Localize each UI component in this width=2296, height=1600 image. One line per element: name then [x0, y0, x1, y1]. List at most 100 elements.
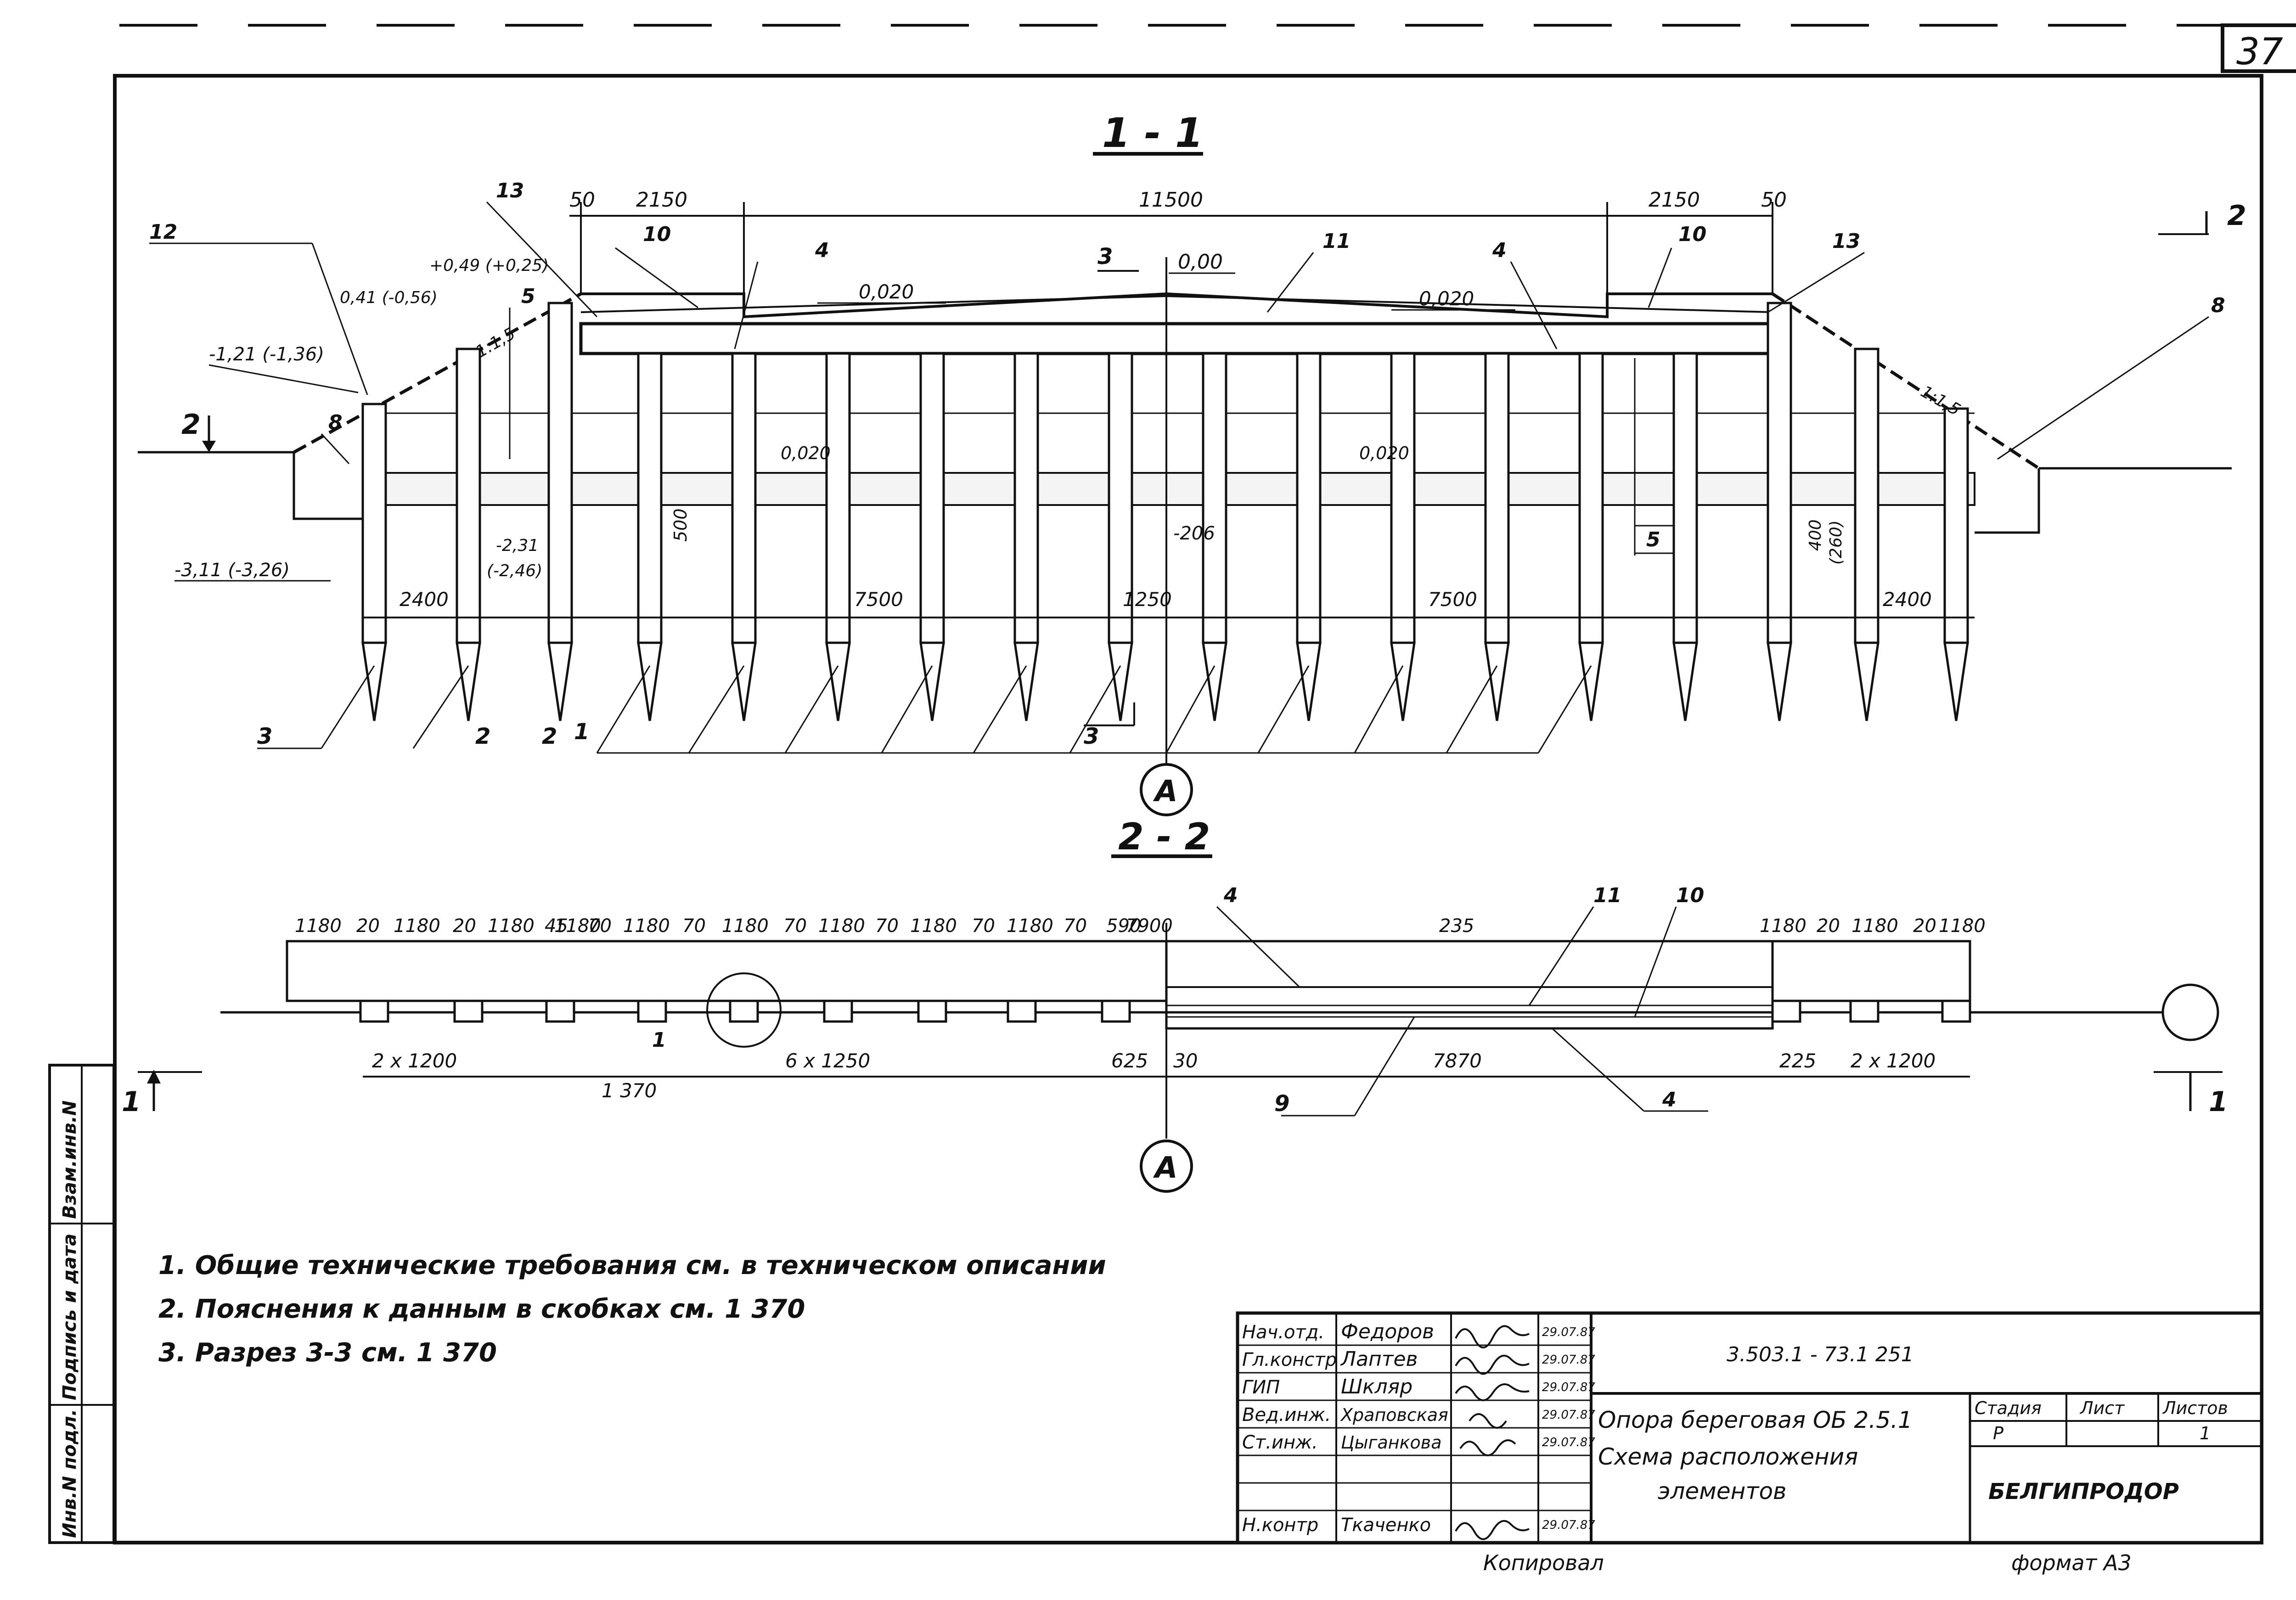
capping-beam	[579, 322, 1774, 355]
role-3: Вед.инж.	[1242, 1404, 1331, 1426]
drawing-frame	[113, 74, 2263, 1544]
date-2: 29.07.87	[1542, 1381, 1595, 1394]
callout-4-right: 4	[1492, 239, 1507, 262]
elev-311: -3,11 (-3,26)	[174, 560, 290, 581]
slope-mid-left: 0,020	[781, 443, 831, 463]
title-line-1: Опора береговая ОБ 2.5.1	[1598, 1407, 1913, 1433]
callout-pile-2: 2	[475, 724, 490, 749]
dim-2-2-top-11: 70	[783, 915, 807, 937]
pile-1	[361, 403, 387, 721]
pile-17	[1854, 348, 1880, 721]
pile-5	[731, 352, 757, 721]
elev-121: -1,21 (-1,36)	[209, 344, 324, 365]
pile-16	[1767, 302, 1792, 721]
pile-3	[547, 302, 573, 721]
dim-2x1200-right: 2 x 1200	[1851, 1050, 1936, 1072]
format-label: формат А3	[2011, 1550, 2132, 1575]
cut-3-bottom-label: 3	[1084, 724, 1099, 749]
callout-12: 12	[149, 220, 177, 244]
dim-2-2-top-24: 20	[1913, 915, 1936, 937]
signature-0	[1455, 1325, 1530, 1348]
pile-4	[637, 352, 663, 721]
sheets-header: Листов	[2162, 1398, 2228, 1418]
section-1-1-title: 1 - 1	[1102, 109, 1203, 157]
pile-11	[1296, 352, 1322, 721]
side-stamp: Инв.N подл. Подпись и дата Взам.инв.N	[48, 1064, 115, 1544]
level-206: -206	[1173, 523, 1215, 544]
elev-246: (-2,46)	[487, 561, 542, 580]
dim-2-2-top-19: 7900	[1126, 915, 1173, 937]
dim-7500-right: 7500	[1428, 588, 1477, 611]
dim-7870: 7870	[1433, 1050, 1482, 1072]
note-2: 2. Пояснения к данным в скобках см. 1 37…	[158, 1294, 805, 1324]
dim-2-2-top-14: 1180	[910, 915, 957, 937]
role-1: Гл.констр	[1242, 1349, 1337, 1370]
dim-2-2-top-9: 70	[682, 915, 706, 937]
callout-4-plan-top: 4	[1223, 884, 1238, 907]
dim-2400-left: 2400	[400, 588, 449, 611]
callout-pile-1: 1	[574, 719, 589, 745]
name-3: Храповская	[1340, 1405, 1448, 1425]
dim-1-370: 1 370	[602, 1079, 657, 1102]
callout-13-right: 13	[1832, 230, 1860, 253]
callout-8-left: 8	[328, 411, 343, 434]
dim-2-2-top-16: 1180	[1007, 915, 1053, 937]
slope-ratio-left: 1:1,5	[473, 324, 518, 362]
pile-2	[456, 348, 481, 721]
level-zero: 0,00	[1178, 250, 1223, 274]
sheet-number: 37	[2236, 30, 2283, 73]
stamp-inv: Инв.N подл.	[59, 1409, 80, 1538]
callout-4-plan-bottom: 4	[1662, 1088, 1677, 1112]
dim-2-2-top-20: 235	[1439, 915, 1474, 937]
dim-1250: 1250	[1123, 588, 1172, 611]
callout-5-left: 5	[521, 285, 535, 308]
stamp-replace: Взам.инв.N	[59, 1100, 80, 1219]
title-block: Нач.отд. Гл.констр ГИП Вед.инж. Ст.инж. …	[1236, 1311, 2263, 1544]
pile-15	[1672, 352, 1698, 721]
callout-11-plan: 11	[1593, 884, 1621, 907]
dim-2-2-top-21: 1180	[1760, 915, 1806, 937]
callout-10-plan: 10	[1676, 884, 1704, 907]
organization: БЕЛГИПРОДОР	[1988, 1479, 2179, 1505]
callout-9-plan: 9	[1274, 1091, 1289, 1117]
pile-8	[1013, 352, 1039, 721]
pile-6	[825, 352, 851, 721]
date-6: 29.07.87	[1542, 1518, 1595, 1532]
callout-pile-3: 3	[257, 724, 272, 749]
right-slope	[1772, 292, 2040, 470]
dim-2-2-top-12: 1180	[818, 915, 865, 937]
title-line-3: элементов	[1658, 1478, 1787, 1505]
dim-2-2-top-23: 1180	[1851, 915, 1898, 937]
slope-mid-right: 0,020	[1359, 443, 1409, 463]
callout-5-right: 5	[1646, 528, 1660, 551]
callout-4-left: 4	[815, 239, 829, 262]
pile-10	[1202, 352, 1227, 721]
signature-1	[1455, 1354, 1530, 1375]
left-slope	[293, 292, 582, 454]
concrete-layer	[362, 472, 1975, 506]
cut-1-right-label: 1	[2209, 1086, 2228, 1118]
section-2-2-title: 2 - 2	[1118, 815, 1210, 858]
elev-049: +0,49 (+0,25)	[429, 256, 549, 275]
name-0: Федоров	[1341, 1320, 1434, 1343]
dim-2-2-top-3: 20	[453, 915, 476, 937]
callout-11: 11	[1322, 230, 1351, 253]
name-4: Цыганкова	[1341, 1432, 1441, 1453]
date-1: 29.07.87	[1542, 1353, 1595, 1367]
callout-pile-2b: 2	[542, 724, 557, 749]
dim-6x1250: 6 x 1250	[785, 1050, 870, 1072]
signature-4	[1459, 1439, 1516, 1456]
callout-10-right: 10	[1678, 223, 1706, 246]
dim-2-2-top-2: 1180	[394, 915, 440, 937]
detail-circle-1	[706, 972, 782, 1048]
pile-18	[1943, 407, 1969, 721]
slope-top-right: 0,020	[1419, 287, 1474, 310]
pile-14	[1578, 352, 1604, 721]
dim-225: 225	[1779, 1050, 1816, 1072]
dim-2400-right: 2400	[1883, 588, 1932, 611]
cut-2-left-label: 2	[181, 409, 201, 441]
axis-a-bottom: A	[1140, 1140, 1193, 1193]
name-2: Шкляр	[1341, 1375, 1412, 1398]
